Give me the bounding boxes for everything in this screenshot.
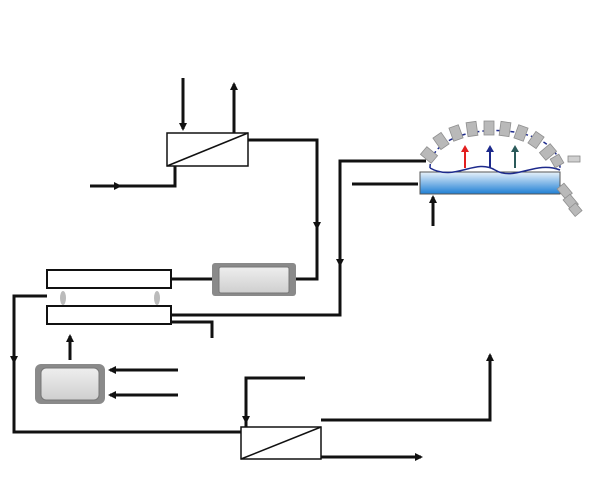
storage-vessel-middle (212, 263, 296, 296)
reactor-plate-lower (46, 305, 172, 325)
heat-exchanger-top (166, 132, 249, 167)
line-into-bottom-exchanger (244, 376, 305, 427)
nozzle-right (154, 291, 160, 305)
feed-line-left (90, 166, 177, 188)
storage-vessel-lower (35, 364, 105, 404)
line-exchanger-to-vessel (248, 138, 319, 281)
line-left-return (12, 294, 242, 434)
heat-exchanger-bottom (240, 426, 322, 460)
reactor-plate-upper (46, 269, 172, 289)
segmented-conveyor-bath (419, 120, 583, 217)
line-out-up (321, 353, 494, 422)
line-branch-down (171, 320, 214, 338)
nozzle-left (60, 291, 66, 305)
